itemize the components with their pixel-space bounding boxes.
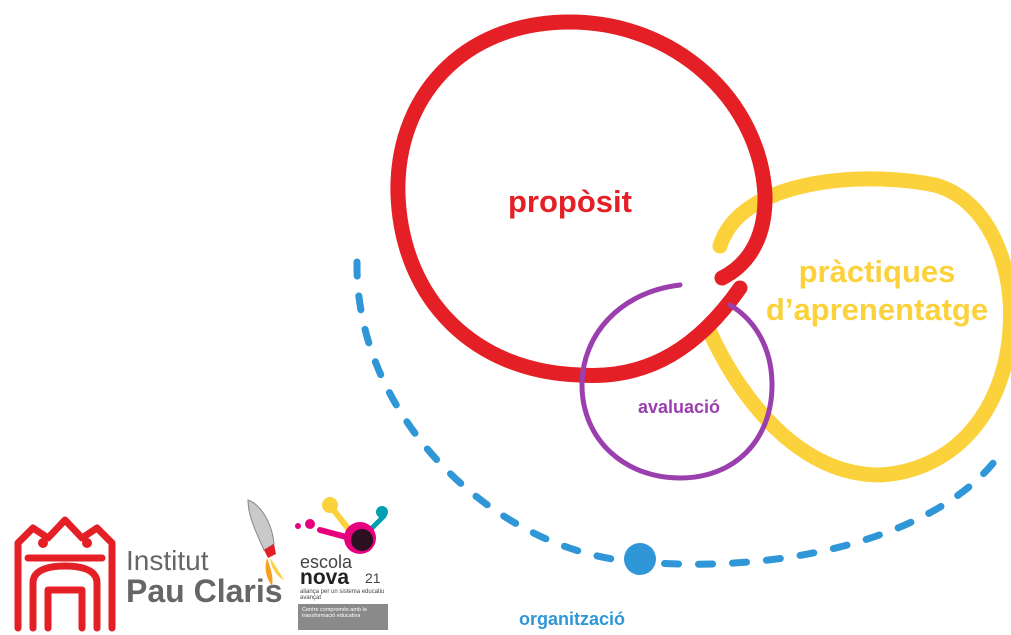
proposit-label: propòsit	[508, 184, 632, 219]
nova-21-label: 21	[365, 570, 381, 586]
institut-label: Institut	[126, 545, 209, 576]
escola-nova-subtitle: aliança per un sistema educatiu avançat	[300, 589, 385, 601]
escola-nova-21-logo	[295, 497, 388, 554]
institut-pau-claris-logo	[14, 516, 116, 632]
organitzacio-label: organització	[519, 609, 625, 629]
rocket-icon	[247, 499, 284, 586]
escola-label: escola	[300, 552, 353, 572]
practiques-label-line1: pràctiques	[799, 254, 956, 289]
organitzacio-planet-dot	[624, 543, 656, 575]
avaluacio-label: avaluació	[638, 397, 720, 417]
nova-label: nova	[300, 566, 350, 589]
practiques-label-line2: d’aprenentatge	[766, 292, 988, 327]
pau-claris-label: Pau Claris	[126, 573, 283, 609]
proposit-circle	[390, 14, 773, 383]
escola-nova-badge: Centre compromès amb la transformació ed…	[298, 604, 388, 630]
avaluacio-circle	[579, 282, 775, 481]
practiques-circle	[700, 171, 1011, 483]
logos-area: Institut Pau Claris escola nova 21 alian…	[0, 490, 420, 635]
